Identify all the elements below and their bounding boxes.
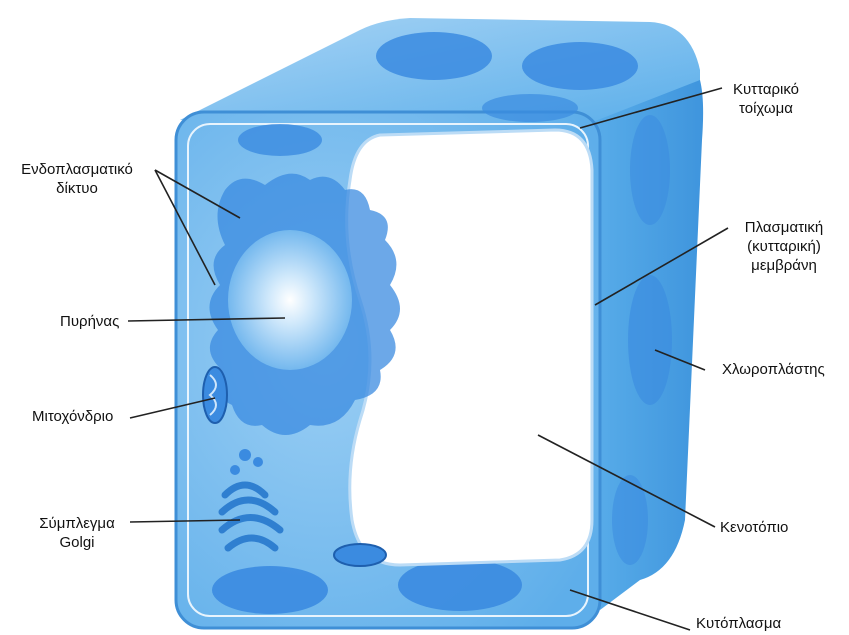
chloroplast-top-2 bbox=[522, 42, 638, 90]
label-plasma-membrane: Πλασματική (κυτταρική) μεμβράνη bbox=[728, 218, 840, 275]
label-golgi: Σύμπλεγμα Golgi bbox=[24, 514, 130, 552]
chloroplast-top-1 bbox=[376, 32, 492, 80]
label-endoplasmic-reticulum: Ενδοπλασματικό δίκτυο bbox=[2, 160, 152, 198]
chloroplast-front-1 bbox=[212, 566, 328, 614]
chloroplast-side-1 bbox=[630, 115, 670, 225]
label-vacuole: Κενοτόπιο bbox=[720, 518, 788, 537]
label-mitochondrion: Μιτοχόνδριο bbox=[32, 407, 113, 426]
chloroplast-top-3 bbox=[482, 94, 578, 122]
mitochondrion-1 bbox=[203, 367, 227, 423]
chloroplast-front-2 bbox=[398, 559, 522, 611]
label-chloroplast: Χλωροπλάστης bbox=[722, 360, 825, 379]
label-nucleus: Πυρήνας bbox=[60, 312, 119, 331]
label-cell-wall: Κυτταρικό τοίχωμα bbox=[720, 80, 812, 118]
chloroplast-front-3 bbox=[238, 124, 322, 156]
label-cytoplasm: Κυτόπλασμα bbox=[696, 614, 781, 633]
nucleus bbox=[228, 230, 352, 370]
chloroplast-side-2 bbox=[628, 275, 672, 405]
mitochondrion-2 bbox=[334, 544, 386, 566]
